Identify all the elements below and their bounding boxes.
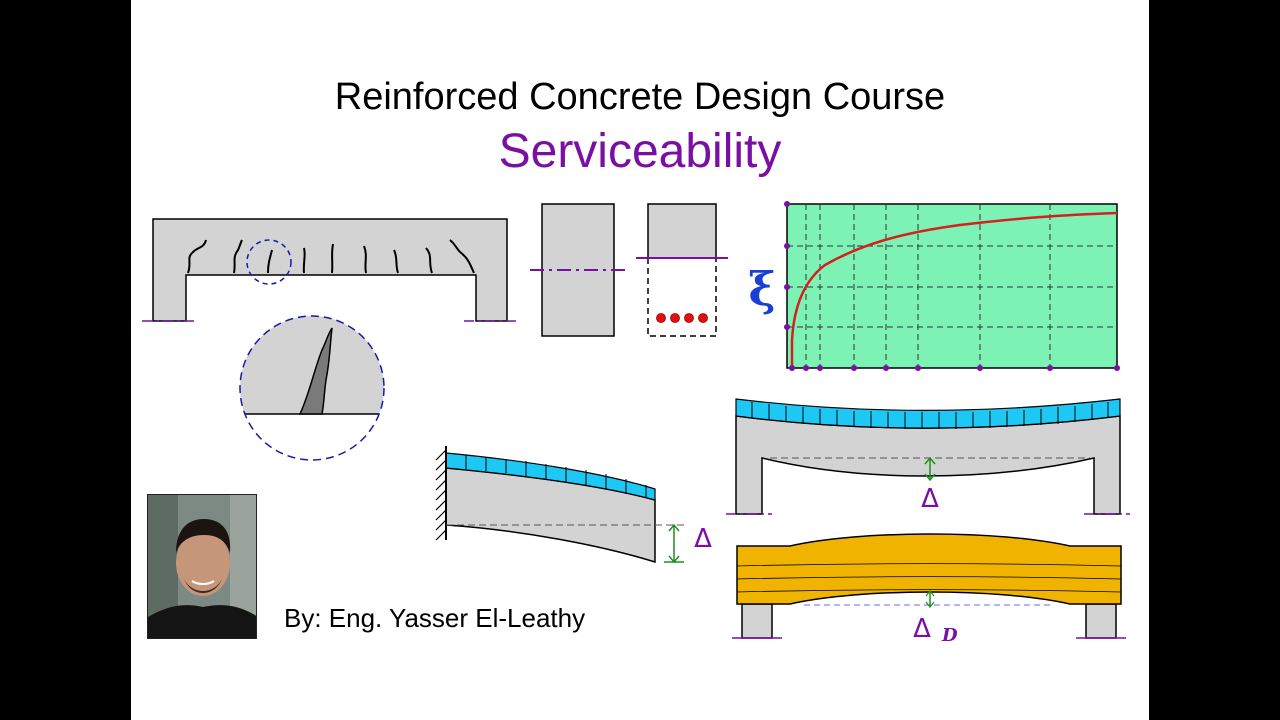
long-term-delta-label: Δ (913, 614, 931, 644)
reinforcement-bars (656, 313, 708, 323)
cantilever-diagram: Δ (435, 446, 712, 564)
right-pier (1085, 603, 1117, 639)
author-credit: By: Eng. Yasser El-Leathy (284, 603, 586, 633)
crack-width-graph: ξ (748, 201, 1120, 371)
crack-width-symbol: ξ (748, 262, 775, 316)
instructor-photo (147, 494, 257, 639)
topic-title: Serviceability (498, 125, 782, 178)
course-title: Reinforced Concrete Design Course (334, 76, 946, 118)
frame-load-ticks (751, 402, 1109, 429)
cracked-frame-diagram (142, 218, 518, 322)
loaded-frame-diagram: Δ (726, 398, 1130, 515)
timber-beam-diagram: Δ D (732, 533, 1126, 646)
crack-width-curve (790, 211, 1118, 368)
graph-ticks (784, 201, 1120, 371)
cantilever-delta-label: Δ (694, 524, 712, 554)
flexural-cracks (187, 239, 475, 274)
cracked-section (636, 203, 728, 337)
timber-laminations (736, 563, 1122, 593)
uncracked-section (530, 203, 626, 337)
cantilever-load (445, 452, 656, 501)
cantilever-load-ticks (465, 455, 647, 498)
long-term-delta-subscript: D (941, 625, 958, 646)
left-pier (741, 603, 773, 639)
crack-detail-circle (239, 315, 385, 461)
crack-detail-marker (246, 239, 292, 285)
frame-delta-label: Δ (921, 484, 939, 514)
